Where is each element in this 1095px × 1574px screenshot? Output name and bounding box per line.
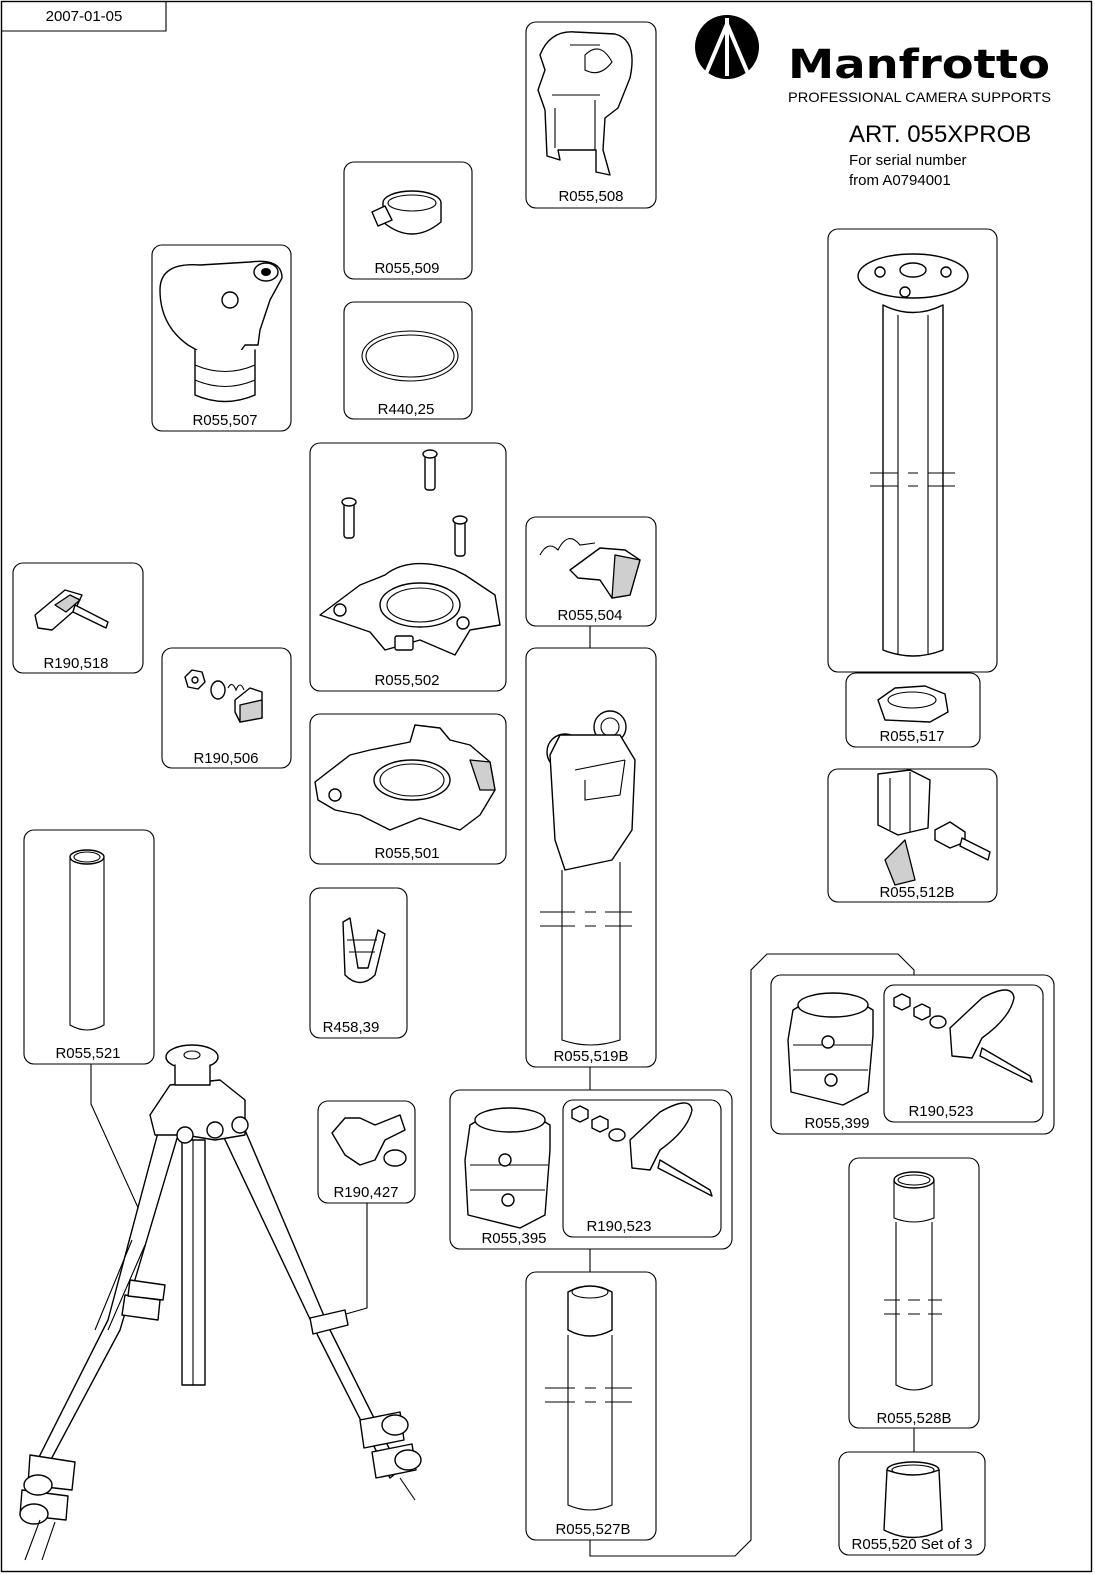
part-label: R055,512B: [879, 884, 954, 901]
date-label: 2007-01-05: [46, 8, 123, 25]
part-label: R055,502: [374, 672, 439, 689]
part-r190-518: R190,518: [12, 562, 144, 674]
part-label: R055,399: [804, 1115, 869, 1132]
part-r055-504: R055,504: [525, 516, 657, 627]
part-r055-520: R055,520 Set of 3: [838, 1451, 986, 1556]
part-r458-39: R458,39: [309, 887, 408, 1039]
assembled-tripod-drawing: [19, 1044, 422, 1561]
article-number: ART. 055XPROB: [849, 121, 1031, 148]
serial-line-2: from A0794001: [849, 172, 951, 189]
part-label: R055,520 Set of 3: [852, 1536, 973, 1553]
part-r055-501: R055,501: [309, 713, 507, 865]
part-label: R055,509: [374, 260, 439, 277]
part-label: R055,501: [374, 845, 439, 862]
date-tab: [1, 1, 167, 32]
part-label: R190,523: [586, 1218, 651, 1235]
part-r055-509: R055,509: [343, 161, 473, 280]
part-label: R440,25: [378, 401, 435, 418]
part-label: R190,506: [193, 750, 258, 767]
brand-name: Manfrotto: [788, 42, 1050, 88]
part-r055-527b: R055,527B: [525, 1271, 657, 1541]
part-label: R055,528B: [876, 1410, 951, 1427]
part-label: R190,427: [333, 1184, 398, 1201]
part-r055-508: R055,508: [525, 21, 657, 209]
brand-tagline: PROFESSIONAL CAMERA SUPPORTS: [788, 89, 1051, 105]
part-label: R055,521: [55, 1045, 120, 1062]
part-r055-517: R055,517: [845, 672, 981, 748]
part-r055-502: R055,502: [309, 442, 507, 692]
part-label: R055,517: [879, 728, 944, 745]
part-r055-519b: R055,519B: [525, 647, 657, 1068]
part-label: R055,508: [558, 188, 623, 205]
part-label: R055,504: [557, 607, 622, 624]
part-r190-506: R190,506: [161, 647, 292, 769]
part-r440-25: R440,25: [343, 301, 473, 420]
manfrotto-logo: Manfrotto: [695, 15, 1050, 88]
part-label: R055,519B: [553, 1048, 628, 1065]
part-label: R055,395: [481, 1230, 546, 1247]
part-r055-521: R055,521: [23, 829, 155, 1065]
part-r190-523-a: R190,523: [562, 1099, 722, 1238]
part-label: R190,523: [908, 1103, 973, 1120]
part-label: R190,518: [43, 655, 108, 672]
part-r055-507: R055,507: [151, 244, 292, 432]
part-r190-523-b: R190,523: [883, 984, 1044, 1123]
part-label: R055,527B: [555, 1521, 630, 1538]
center-column-drawing: [827, 228, 998, 673]
part-r190-427: R190,427: [317, 1100, 416, 1204]
part-r055-512b: R055,512B: [827, 768, 998, 903]
part-label: R458,39: [323, 1019, 380, 1036]
part-label: R055,507: [192, 412, 257, 429]
serial-line-1: For serial number: [849, 152, 967, 169]
part-r055-528b: R055,528B: [848, 1157, 980, 1429]
